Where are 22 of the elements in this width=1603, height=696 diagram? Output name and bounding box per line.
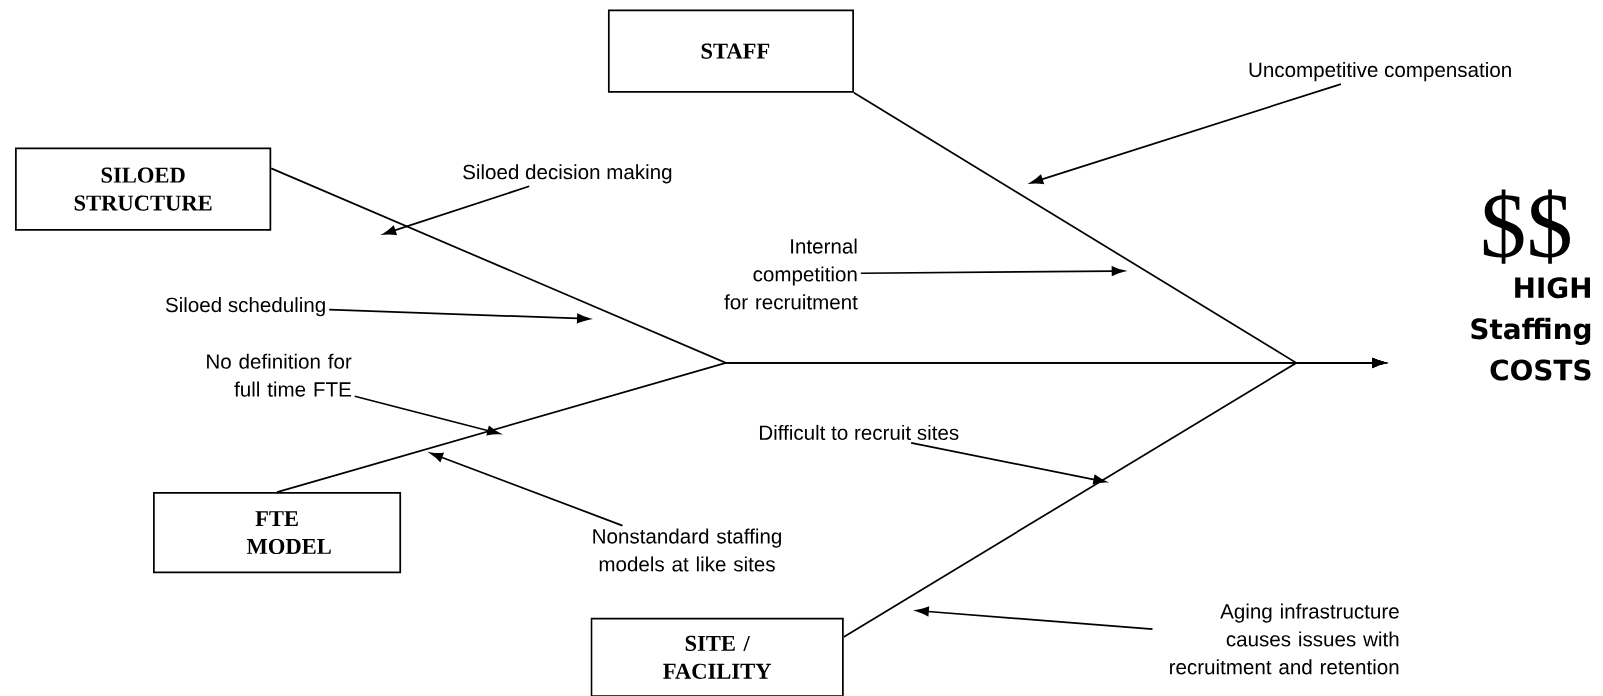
arrow (916, 606, 1154, 630)
effect-label: $$ HIGH Staffing COSTS (1471, 189, 1591, 381)
cause-label: Aging infrastructure causes issues with recruitment and retention (1170, 603, 1399, 675)
arrow (859, 266, 1125, 276)
cause-label: Difficult to recruit sites (760, 424, 959, 440)
cause-label: Siloed decision making (463, 164, 672, 184)
category-box: STAFF (607, 9, 854, 93)
cause-label: Internal competition for recruitment (724, 238, 858, 310)
category-box: SITE / FACILITY (590, 617, 844, 696)
cause-label: No definition for full time FTE (207, 353, 352, 397)
cause-label: Uncompetitive compensation (1249, 61, 1511, 82)
arrow (1030, 83, 1342, 184)
arrow (353, 395, 500, 436)
arrow (383, 185, 531, 235)
cause-label: Nonstandard staffing models at like sites (593, 528, 781, 572)
category-box: SILOED STRUCTURE (15, 147, 272, 231)
cause-label: Siloed scheduling (165, 297, 325, 317)
arrow (328, 308, 590, 324)
arrow (910, 441, 1107, 485)
category-box: FTE MODEL (153, 491, 402, 574)
fishbone-line (842, 358, 1386, 638)
arrow (430, 452, 624, 527)
